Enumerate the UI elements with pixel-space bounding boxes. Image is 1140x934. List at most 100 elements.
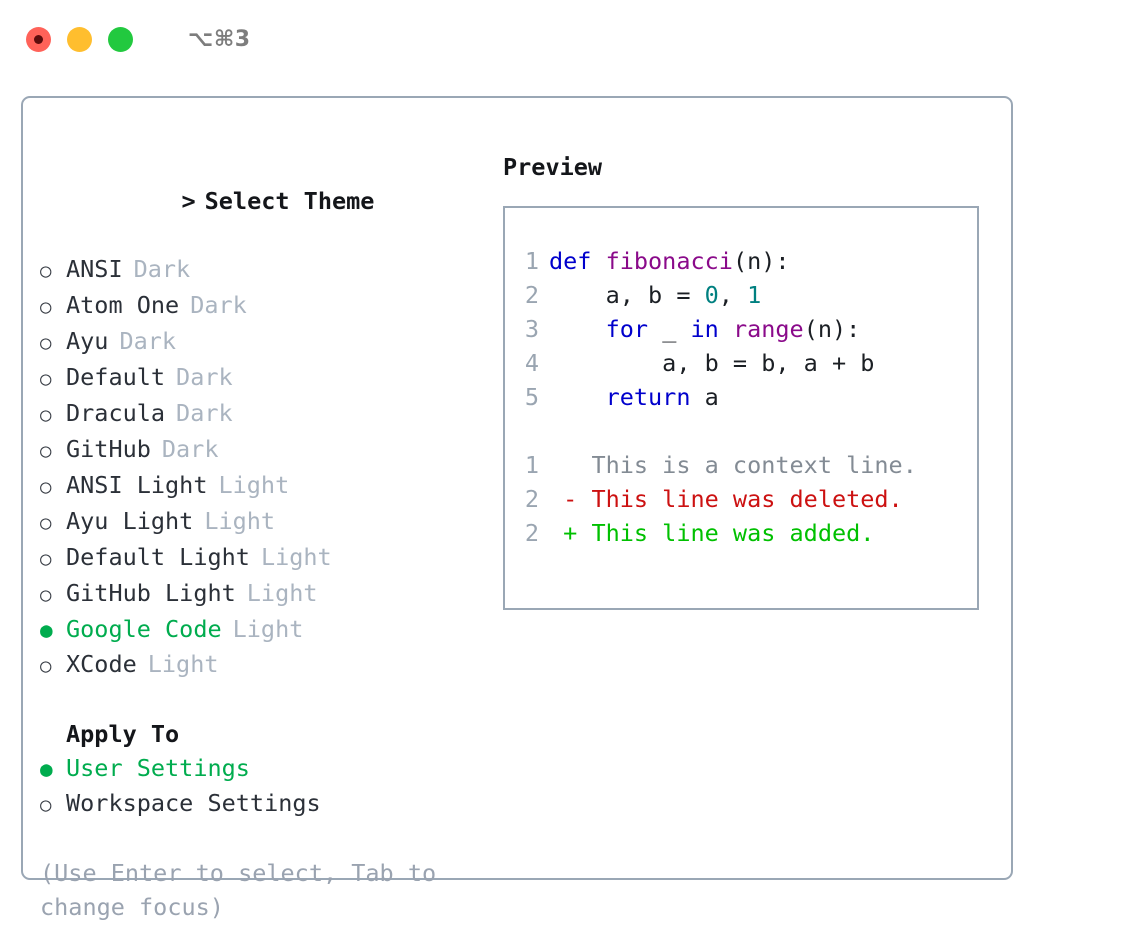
radio-unselected-icon: ○ xyxy=(40,476,52,498)
code-token-kw: def xyxy=(549,247,606,275)
caret-icon: > xyxy=(181,187,196,215)
apply-to-section: Apply To ●User Settings○Workspace Settin… xyxy=(40,717,503,822)
code-token-var: a, b = b, a + b xyxy=(549,349,875,377)
select-theme-heading: > Select Theme xyxy=(40,150,503,252)
theme-variant-tag: Light xyxy=(260,543,332,571)
line-number: 2 xyxy=(524,519,539,547)
code-token-var: a xyxy=(704,383,719,411)
theme-option-label: GitHub Light xyxy=(66,579,236,607)
theme-option-default-light[interactable]: ○ Default Light Light xyxy=(40,540,503,576)
radio-unselected-icon: ○ xyxy=(40,368,52,390)
radio-selected-icon: ● xyxy=(40,618,53,642)
theme-option-ayu-light[interactable]: ○ Ayu Light Light xyxy=(40,504,503,540)
code-diff-spacer xyxy=(505,414,977,448)
window-controls xyxy=(26,26,133,52)
radio-unselected-icon: ○ xyxy=(40,794,52,816)
code-token-num: 1 xyxy=(747,281,762,309)
code-line-text: a, b = 0, 1 xyxy=(549,278,762,312)
line-number: 1 xyxy=(524,451,539,479)
close-button[interactable] xyxy=(26,26,51,52)
hint-text: (Use Enter to select, Tab to change focu… xyxy=(40,859,451,921)
code-line-text: a, b = b, a + b xyxy=(549,346,874,380)
code-token-kw: return xyxy=(605,383,705,411)
theme-variant-tag: Dark xyxy=(133,255,191,283)
minimize-button[interactable] xyxy=(67,26,92,52)
apply-to-option-workspace-settings[interactable]: ○Workspace Settings xyxy=(40,786,503,822)
code-token-fn: range xyxy=(732,315,804,343)
zoom-button[interactable] xyxy=(108,26,133,52)
theme-option-github-light[interactable]: ○ GitHub Light Light xyxy=(40,576,503,612)
theme-option-label: Google Code xyxy=(66,615,222,643)
code-token-num: 0 xyxy=(704,281,719,309)
radio-unselected-icon: ○ xyxy=(40,440,52,462)
radio-unselected-icon: ○ xyxy=(40,332,52,354)
diff-line-text: This is a context line. xyxy=(549,451,917,479)
diff-line: 1 This is a context line. xyxy=(505,448,977,482)
keyboard-shortcut-label: ⌥⌘3 xyxy=(188,26,251,52)
diff-line-text: - This line was deleted. xyxy=(549,485,903,513)
radio-selected-icon: ● xyxy=(40,757,53,781)
code-token-fn: fibonacci xyxy=(605,247,733,275)
code-token-pl: (n): xyxy=(803,315,861,343)
line-number: 2 xyxy=(524,281,539,309)
code-line-text: def fibonacci(n): xyxy=(549,244,790,278)
diff-line-text: + This line was added. xyxy=(549,519,875,547)
code-line: 4 a, b = b, a + b xyxy=(505,346,977,380)
code-line-text: for _ in range(n): xyxy=(549,312,861,346)
theme-option-label: GitHub xyxy=(66,435,151,463)
code-token-pl xyxy=(549,383,606,411)
theme-option-xcode[interactable]: ○ XCode Light xyxy=(40,647,503,683)
select-theme-heading-label: Select Theme xyxy=(204,187,375,215)
theme-option-label: XCode xyxy=(66,650,137,678)
radio-unselected-icon: ○ xyxy=(40,584,52,606)
apply-to-heading: Apply To xyxy=(66,720,180,748)
code-token-pl: (n): xyxy=(732,247,790,275)
radio-unselected-icon: ○ xyxy=(40,512,52,534)
code-line-text: return a xyxy=(549,380,719,414)
theme-option-label: Ayu Light xyxy=(66,507,194,535)
diff-sample: 1 This is a context line. 2 - This line w… xyxy=(505,448,977,550)
theme-variant-tag: Dark xyxy=(176,399,233,427)
theme-option-label: Atom One xyxy=(66,291,180,319)
radio-unselected-icon: ○ xyxy=(40,296,52,318)
theme-variant-tag: Light xyxy=(246,579,318,607)
titlebar: ⌥⌘3 xyxy=(0,0,1140,78)
theme-option-label: Dracula xyxy=(66,399,166,427)
apply-to-option-user-settings[interactable]: ●User Settings xyxy=(40,751,503,786)
theme-variant-tag: Light xyxy=(204,507,276,535)
code-token-kw: in xyxy=(690,315,733,343)
code-token-var: a, b = xyxy=(549,281,705,309)
code-line: 5 return a xyxy=(505,380,977,414)
apply-to-list: ●User Settings○Workspace Settings xyxy=(40,751,503,822)
code-token-kw: for xyxy=(605,315,663,343)
code-line: 3 for _ in range(n): xyxy=(505,312,977,346)
line-number: 3 xyxy=(524,315,539,343)
code-token-pl xyxy=(549,315,606,343)
theme-option-label: Default Light xyxy=(66,543,250,571)
theme-variant-tag: Light xyxy=(218,471,290,499)
line-number: 5 xyxy=(524,383,539,411)
code-token-pl: , xyxy=(718,281,748,309)
line-number: 2 xyxy=(524,485,539,513)
line-number: 4 xyxy=(524,349,539,377)
radio-unselected-icon: ○ xyxy=(40,655,52,677)
radio-unselected-icon: ○ xyxy=(40,548,52,570)
diff-line: 2 + This line was added. xyxy=(505,516,977,550)
theme-option-label: Ayu xyxy=(66,327,109,355)
theme-variant-tag: Light xyxy=(147,650,219,678)
